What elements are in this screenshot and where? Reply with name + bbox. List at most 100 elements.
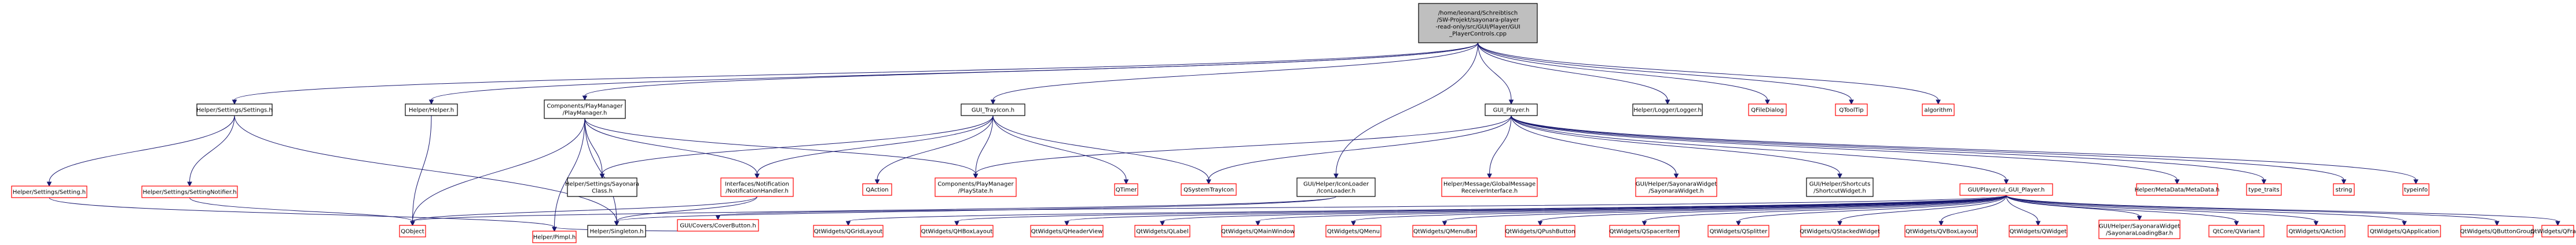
- node-globalmessagereceiver-h[interactable]: Helper/Message/GlobalMessageReceiverInte…: [1441, 177, 1538, 197]
- node-box: [532, 231, 577, 243]
- node-settings-h[interactable]: Helper/Settings/Settings.h: [196, 103, 273, 116]
- node-qvboxlayout[interactable]: QtWidgets/QVBoxLayout: [1904, 225, 1978, 237]
- edge-root-to-algorithm: [1478, 42, 1941, 105]
- node-qpushbutton[interactable]: QtWidgets/QPushButton: [1505, 225, 1575, 237]
- node-label: QSystemTrayIcon: [1183, 187, 1234, 194]
- node-box: [961, 103, 1025, 116]
- node-qheaderview[interactable]: QtWidgets/QHeaderView: [1030, 225, 1104, 237]
- node-covebutton-h[interactable]: GUI/Covers/CoverButton.h: [677, 219, 759, 232]
- node-qsplitter[interactable]: QtWidgets/QSplitter: [1707, 225, 1769, 237]
- edge-ui-gui-player-h-to-qapplication: [2006, 195, 2407, 227]
- node-playstate-h[interactable]: Components/PlayManager/PlayState.h: [935, 177, 1017, 197]
- node-trayicon-h[interactable]: GUI_TrayIcon.h: [961, 103, 1025, 116]
- node-gui-player-h[interactable]: GUI_Player.h: [1485, 103, 1538, 116]
- node-box: [1609, 225, 1680, 237]
- node-label: GUI/Helper/SayonaraWidget: [2099, 224, 2180, 230]
- edge-ui-gui-player-h-to-qpushbutton: [1537, 195, 2007, 227]
- node-label: -read-only/src/GUI/Player/GUI: [1435, 24, 1520, 31]
- node-box: [1806, 177, 1874, 197]
- node-label: /IconLoader.h: [1317, 188, 1355, 195]
- edge-ui-gui-player-h-to-qwidget: [2006, 195, 2041, 227]
- node-qaction-top[interactable]: QAction: [862, 183, 892, 196]
- node-label: GUI_Player.h: [1493, 107, 1530, 114]
- node-qtimer[interactable]: QTimer: [1114, 183, 1138, 196]
- edge-gui-player-h-to-playstate-h: [973, 115, 1512, 179]
- node-qw-qaction[interactable]: QtWidgets/QAction: [2286, 225, 2346, 237]
- node-algorithm[interactable]: algorithm: [1922, 103, 1955, 116]
- node-box: [677, 219, 759, 232]
- edge-ui-gui-player-h-to-qspaceritem: [1641, 195, 2007, 227]
- node-iconloader-h[interactable]: GUI/Helper/IconLoader/IconLoader.h: [1296, 177, 1376, 197]
- node-qtooltip[interactable]: QToolTip: [1835, 103, 1868, 116]
- node-qsystemtrayicon[interactable]: QSystemTrayIcon: [1181, 183, 1237, 196]
- node-qstackedwidget[interactable]: QtWidgets/QStackedWidget: [1800, 225, 1880, 237]
- node-logger-h[interactable]: Helper/Logger/Logger.h: [1632, 103, 1703, 116]
- node-root[interactable]: /home/leonard/Schreibtisch/SW-Projekt/sa…: [1418, 3, 1538, 43]
- node-qhboxlayout[interactable]: QtWidgets/QHBoxLayout: [920, 225, 994, 237]
- node-qbuttongroup[interactable]: QtWidgets/QButtonGroup: [2460, 225, 2534, 237]
- node-qapplication[interactable]: QtWidgets/QApplication: [2368, 225, 2441, 237]
- node-label: Helper/Pimpl.h: [533, 235, 576, 241]
- node-string[interactable]: string: [2333, 183, 2355, 196]
- edge-root-to-qfiledialog: [1478, 42, 1770, 105]
- node-qvariant[interactable]: QtCore/QVariant: [2208, 225, 2264, 237]
- edge-trayicon-h-to-settings-sayonara-h: [599, 115, 994, 179]
- node-label: Helper/Settings/SettingNotifier.h: [142, 190, 236, 196]
- node-notificationhandler-h[interactable]: Interfaces/Notification/NotificationHand…: [720, 177, 794, 197]
- node-playmanager-h[interactable]: Components/PlayManager/PlayManager.h: [544, 99, 626, 119]
- node-qmainwindow[interactable]: QtWidgets/QMainWindow: [1221, 225, 1295, 237]
- node-qmenubar[interactable]: QtWidgets/QMenuBar: [1412, 225, 1477, 237]
- node-shortcutwidget-h[interactable]: GUI/Helper/Shortcuts/ShortcutWidget.h: [1806, 177, 1874, 197]
- node-label: QtWidgets/QLabel: [1136, 229, 1188, 235]
- node-qmenu[interactable]: QtWidgets/QMenu: [1325, 225, 1382, 237]
- node-label: QtWidgets/QSplitter: [1710, 229, 1768, 235]
- node-box: [399, 225, 426, 237]
- node-setting-h[interactable]: Helper/Settings/Setting.h: [11, 185, 87, 198]
- node-box: [1296, 177, 1376, 197]
- node-label: QtWidgets/QAction: [2289, 229, 2344, 235]
- node-label: /SW-Projekt/sayonara-player: [1437, 17, 1520, 24]
- node-qwidget[interactable]: QtWidgets/QWidget: [2009, 225, 2068, 237]
- node-helper-h[interactable]: Helper/Helper.h: [405, 103, 458, 116]
- node-qobject[interactable]: QObject: [399, 225, 426, 237]
- node-qfiledialog[interactable]: QFileDialog: [1748, 103, 1787, 116]
- node-settingnotifier-h[interactable]: Helper/Settings/SettingNotifier.h: [141, 185, 238, 198]
- node-qgridlayout[interactable]: QtWidgets/QGridLayout: [813, 225, 884, 237]
- node-label: Interfaces/Notification: [725, 181, 789, 188]
- node-box: [1922, 103, 1955, 116]
- node-qframe[interactable]: QtWidgets/QFrame: [2530, 225, 2576, 237]
- node-type-traits[interactable]: type_traits: [2246, 183, 2282, 196]
- node-label: type_traits: [2248, 187, 2279, 194]
- node-qlabel[interactable]: QtWidgets/QLabel: [1134, 225, 1190, 237]
- node-singleton-h[interactable]: Helper/Singleton.h: [587, 225, 646, 237]
- node-qspaceritem[interactable]: QtWidgets/QSpacerItem: [1609, 225, 1680, 237]
- node-label: /SayonaraLoadingBar.h: [2106, 231, 2173, 237]
- node-metadata-h[interactable]: Helper/MetaData/MetaData.h: [2135, 183, 2220, 196]
- node-sayonarawidget-h[interactable]: GUI/Helper/SayonaraWidget/SayonaraWidget…: [1635, 177, 1717, 197]
- node-loadingbar-h[interactable]: GUI/Helper/SayonaraWidget/SayonaraLoadin…: [2098, 220, 2181, 239]
- node-ui-gui-player-h[interactable]: GUI/Player/ui_GUI_Player.h: [1959, 183, 2053, 196]
- node-box: [2098, 220, 2181, 239]
- node-box: [2246, 183, 2282, 196]
- node-box: [1632, 103, 1703, 116]
- edge-ui-gui-player-h-to-qframe: [2006, 195, 2560, 227]
- node-label: GUI/Helper/Shortcuts: [1809, 181, 1871, 188]
- node-typeinfo[interactable]: typeinfo: [2402, 183, 2430, 196]
- node-label: /NotificationHandler.h: [725, 188, 789, 195]
- edge-trayicon-h-to-notificationhandler-h: [754, 115, 994, 179]
- node-label: algorithm: [1924, 107, 1952, 114]
- node-label: Helper/Settings/Setting.h: [13, 190, 86, 196]
- node-label: QObject: [401, 229, 424, 235]
- node-label: QtWidgets/QHBoxLayout: [921, 229, 993, 235]
- node-pimpl-h[interactable]: Helper/Pimpl.h: [532, 231, 577, 243]
- node-label: QToolTip: [1839, 107, 1863, 114]
- node-box: [2136, 183, 2218, 196]
- node-box: [141, 185, 238, 198]
- edge-gui-player-h-to-qsystemtrayicon: [1206, 115, 1512, 185]
- node-label: GUI_TrayIcon.h: [972, 107, 1014, 114]
- node-box: [1418, 3, 1538, 43]
- node-label: Helper/MetaData/MetaData.h: [2135, 187, 2220, 194]
- node-label: /SayonaraWidget.h: [1648, 188, 1703, 195]
